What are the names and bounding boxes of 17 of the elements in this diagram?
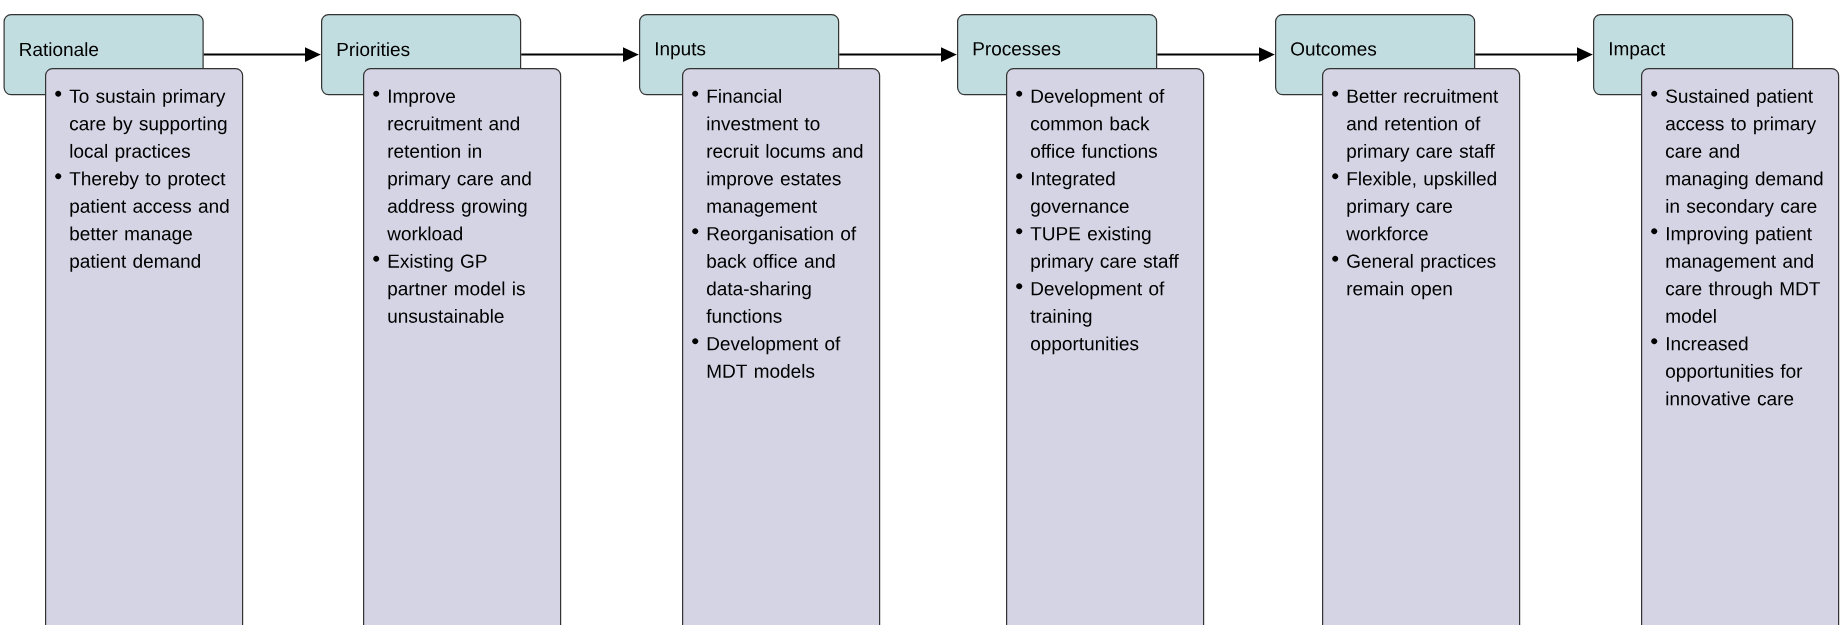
bullet-item: Reorganisation of back office and data-sharing functions (706, 226, 857, 323)
detail-box (682, 68, 881, 625)
bullet-item: Improving patient management and care through MDT model (1666, 226, 1820, 323)
detail-box (45, 68, 244, 625)
bullet-item: Integrated governance (1031, 171, 1129, 217)
bullet-item: General practices remain open (1347, 253, 1496, 300)
bullet-item: TUPE existing primary care staff (1030, 226, 1179, 272)
bullet-item: Existing GP partner model is unsustainable (388, 253, 525, 323)
detail-box (1641, 68, 1840, 625)
bullet-item: Development of MDT models (707, 336, 841, 378)
detail-box (1322, 68, 1521, 625)
bullet-item: Thereby to protect patient access and better manage patient demand (69, 171, 229, 272)
bullet-item: Increased opportunities for innovative care (1666, 336, 1803, 406)
bullet-item: Flexible, upskilled primary care workforce (1346, 171, 1496, 241)
bullet-item: Development of training opportunities (1030, 281, 1165, 355)
detail-box (1006, 68, 1205, 625)
detail-box (363, 68, 562, 625)
